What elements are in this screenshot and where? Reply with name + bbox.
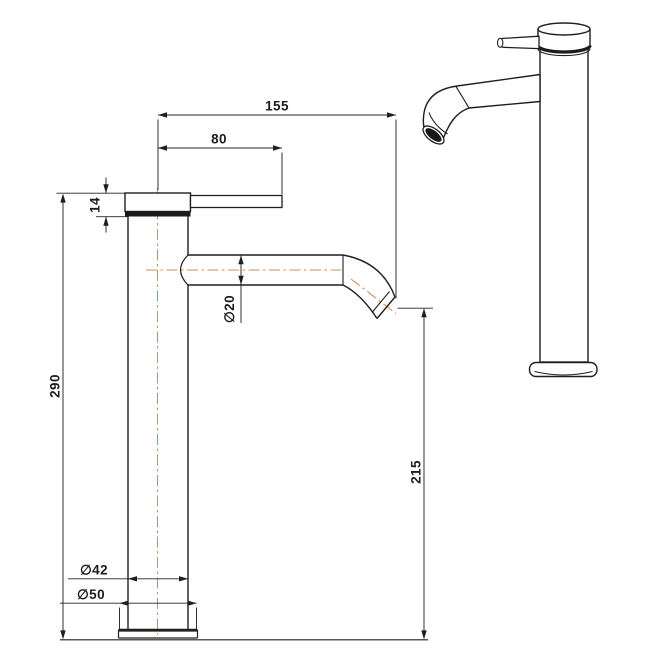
dim-label-290: 290 [48,374,63,398]
dimension-arrowheads [60,112,427,640]
spout-inner-curve [342,284,378,319]
rendered-cap [536,22,592,57]
cap-top-ellipse [537,22,591,36]
rendered-body [539,41,589,363]
dim-label-155: 155 [265,99,289,114]
dim-label-d50: ∅50 [77,587,105,602]
rendered-base-rim-curve [534,370,593,376]
spout-outlet-face [376,296,396,319]
dim-label-80: 80 [211,132,227,147]
front-view: 155 80 14 290 215 ∅20 ∅42 ∅50 [48,99,433,641]
handle-lever-outline [189,194,283,209]
outlet-opening [425,128,442,142]
dimension-lines [56,114,433,639]
cap-band-lower-edge [537,48,591,57]
cap-joint-band [536,45,592,54]
dim-label-d20: ∅20 [222,295,237,323]
dim-155-lines [157,114,397,299]
base-plate-outline [117,630,199,639]
dim-14-lines [56,177,128,233]
handle-cap-outline [124,192,192,213]
spout-outer-curve [342,254,396,298]
rendered-handle [496,35,540,50]
rendered-outlet [422,125,445,145]
rendered-view [422,22,598,378]
dimension-labels: 155 80 14 290 215 ∅20 ∅42 ∅50 [48,99,424,603]
dim-label-215: 215 [409,460,424,484]
spout-body-fillet [179,254,189,286]
front-outline [60,192,428,641]
handle-rod [499,35,540,50]
dim-label-d42: ∅42 [80,563,108,578]
rendered-spout [422,73,541,143]
spout-outlet-rim [371,291,390,313]
spout-tip-centerline [350,278,397,314]
handle-rod-end-cap [496,37,504,48]
dim-215-lines [397,307,433,639]
rendered-base-flange [528,361,598,378]
dim-label-14: 14 [88,197,103,213]
rendered-spout-seams [428,86,470,135]
dim-80-lines [158,147,283,195]
cap-joint-ring [125,211,191,217]
